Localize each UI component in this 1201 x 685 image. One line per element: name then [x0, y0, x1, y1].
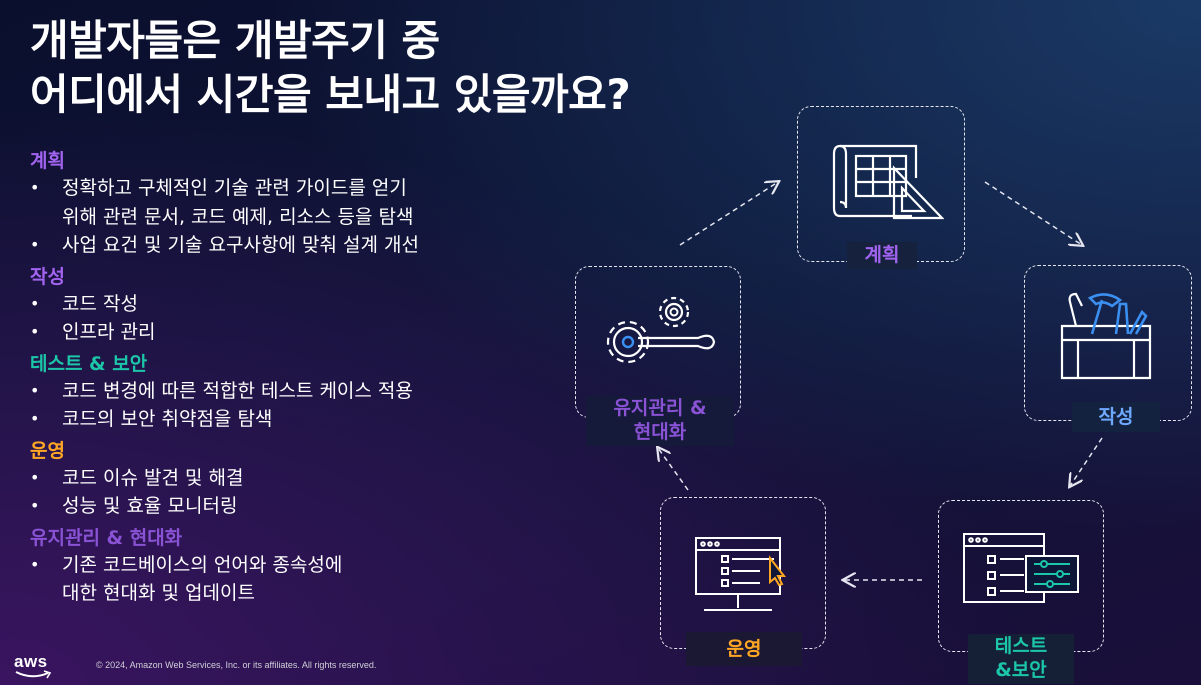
title-line-2: 어디에서 시간을 보내고 있을까요? [30, 70, 631, 119]
list-item: 기존 코드베이스의 언어와 종속성에 대한 현대화 및 업데이트 [30, 551, 570, 608]
aws-logo-text: aws [14, 652, 48, 671]
gears-wrench-icon [606, 296, 716, 364]
toolbox-icon [1060, 292, 1152, 380]
blueprint-ruler-icon [832, 144, 944, 220]
cycle-label-plan: 계획 [847, 242, 917, 269]
cycle-label-test: 테스트 &보안 [968, 634, 1074, 684]
list-item: 코드 작성 [30, 290, 570, 319]
list-item: 코드의 보안 취약점을 탐색 [30, 405, 570, 434]
aws-logo: aws [14, 652, 52, 679]
cycle-label-write: 작성 [1072, 402, 1160, 432]
monitor-cursor-icon [695, 537, 787, 611]
code-sliders-window-icon [963, 533, 1079, 603]
slide-title: 개발자들은 개발주기 중 어디에서 시간을 보내고 있을까요? [30, 14, 631, 122]
list-item: 성능 및 효율 모니터링 [30, 492, 570, 521]
cycle-label-maintain-line2: 현대화 [633, 421, 687, 443]
section-items-plan: 정확하고 구체적인 기술 관련 가이드를 얻기 위해 관련 문서, 코드 예제,… [30, 174, 570, 260]
cycle-label-maintain: 유지관리 & 현대화 [586, 396, 734, 446]
aws-smile-icon [15, 670, 52, 679]
section-items-test: 코드 변경에 따른 적합한 테스트 케이스 적용 코드의 보안 취약점을 탐색 [30, 377, 570, 434]
section-heading-test: 테스트 & 보안 [30, 352, 148, 375]
list-item: 인프라 관리 [30, 318, 570, 347]
list-item: 코드 이슈 발견 및 해결 [30, 464, 570, 493]
section-heading-operate: 운영 [30, 439, 65, 462]
activity-list: 계획 정확하고 구체적인 기술 관련 가이드를 얻기 위해 관련 문서, 코드 … [30, 148, 570, 612]
section-heading-write: 작성 [30, 265, 65, 288]
section-heading-maintain: 유지관리 & 현대화 [30, 526, 183, 549]
title-line-1: 개발자들은 개발주기 중 [30, 16, 440, 65]
cycle-label-maintain-line1: 유지관리 & [613, 397, 707, 419]
cycle-label-test-line2: &보안 [995, 659, 1047, 681]
list-item: 사업 요건 및 기술 요구사항에 맞춰 설계 개선 [30, 231, 570, 260]
list-item: 코드 변경에 따른 적합한 테스트 케이스 적용 [30, 377, 570, 406]
cycle-label-test-line1: 테스트 [994, 635, 1048, 657]
section-heading-plan: 계획 [30, 150, 65, 172]
copyright-text: © 2024, Amazon Web Services, Inc. or its… [96, 660, 377, 670]
list-item: 정확하고 구체적인 기술 관련 가이드를 얻기 위해 관련 문서, 코드 예제,… [30, 174, 570, 231]
cycle-label-operate: 운영 [686, 632, 802, 666]
section-items-write: 코드 작성 인프라 관리 [30, 290, 570, 347]
section-items-operate: 코드 이슈 발견 및 해결 성능 및 효율 모니터링 [30, 464, 570, 521]
section-items-maintain: 기존 코드베이스의 언어와 종속성에 대한 현대화 및 업데이트 [30, 551, 570, 608]
